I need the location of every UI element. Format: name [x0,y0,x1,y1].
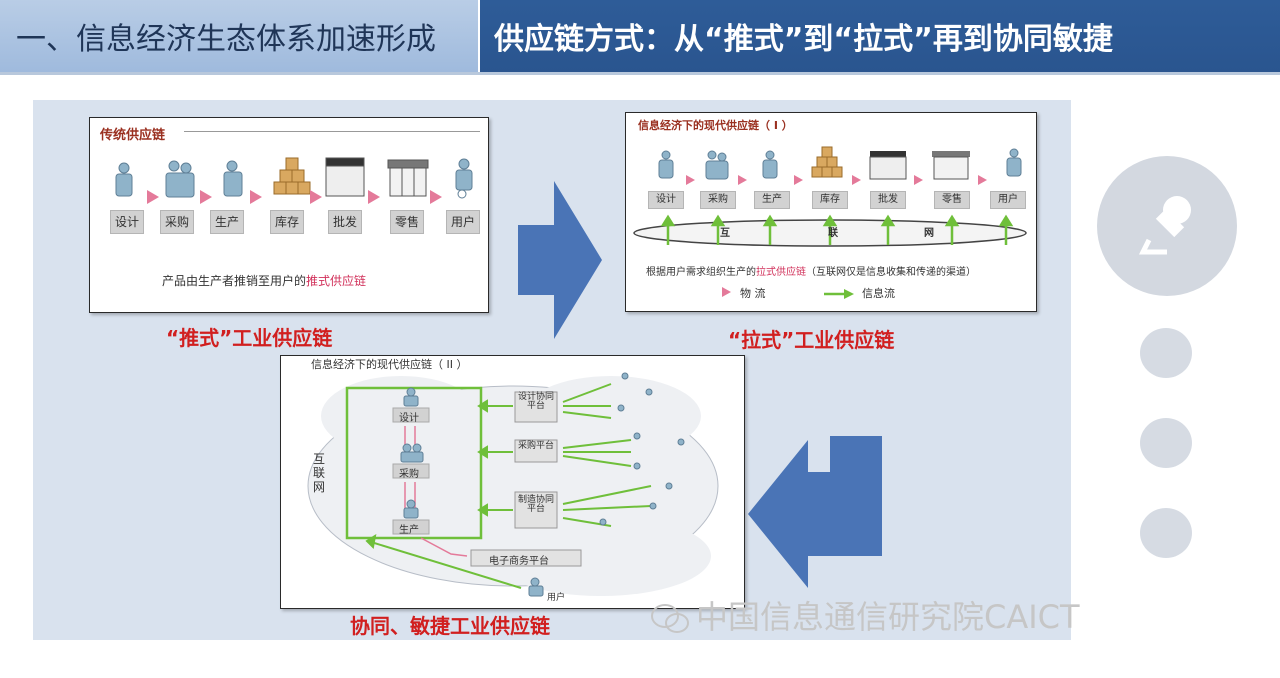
collab-step-purchase: 采购 [399,469,419,480]
cloud-word: 联 [828,228,838,239]
step-purchase: 采购 [160,210,194,234]
big-arrow-right [518,181,602,339]
flow-arrow [978,175,987,185]
logistics-legend-icon [722,287,731,297]
step-wholesale: 批发 [870,191,906,209]
flow-arrow [147,190,159,204]
panel-title-rule [184,131,480,132]
flow-arrow [310,190,322,204]
step-production: 生产 [210,210,244,234]
platform-purchase: 采购平台 [517,441,554,451]
flow-arrow [794,175,803,185]
flow-arrow [852,175,861,185]
ecommerce-platform: 电子商务平台 [489,556,549,567]
deco-circle [1140,418,1192,468]
user-figure [455,158,473,199]
flow-arrow [200,190,212,204]
push-caption: “推式”工业供应链 [166,326,333,350]
collab-step-production: 生产 [399,525,419,536]
internet-cloud-band [633,214,1027,247]
platform-design-collab: 设计协同平台 [517,392,554,411]
step-inventory: 库存 [270,210,304,234]
flow-arrow [686,175,695,185]
collab-user: 用户 [547,593,566,603]
inventory-boxes [273,157,311,195]
panel-title: 信息经济下的现代供应链（ I ） [638,119,793,132]
header-right-band: 供应链方式：从“推式”到“拉式”再到协同敏捷 [480,0,1280,72]
panel-title: 传统供应链 [100,128,166,143]
collaborative-supply-chain-panel: 信息经济下的现代供应链（ II ） [280,355,745,609]
push-note: 产品由生产者推销至用户的推式供应链 [162,274,367,288]
pull-supply-chain-panel: 信息经济下的现代供应链（ I ） 设计 采购 生产 库存 批发 零售 用户 [625,112,1037,312]
pull-chain-figures [658,146,1022,180]
deco-circle [1140,328,1192,378]
section-title: 一、信息经济生态体系加速形成 [16,22,436,57]
step-user: 用户 [446,210,480,234]
step-purchase: 采购 [700,191,736,209]
microphone-badge [1097,156,1237,296]
info-flow-arrows [660,214,1014,245]
push-supply-chain-panel: 传统供应链 设计 采购 生产 库存 批发 零售 用户 [89,117,489,313]
header-divider [0,72,1280,75]
wechat-icon [651,604,689,633]
flow-arrow [738,175,747,185]
info-flow-legend-icon [824,289,854,299]
step-retail: 零售 [934,191,970,209]
cloud-word: 网 [924,228,934,239]
platform-manufacturing-collab: 制造协同平台 [517,495,554,514]
flow-arrow [914,175,923,185]
retail-building [387,159,429,197]
step-design: 设计 [110,210,144,234]
legend-logistics-label: 物 流 [740,287,766,300]
step-inventory: 库存 [812,191,848,209]
collab-network-diagram [307,372,719,597]
worker-figures [115,160,243,198]
cloud-word: 互 [720,228,730,239]
push-chain-figures [115,157,473,199]
step-design: 设计 [648,191,684,209]
slide-title: 供应链方式：从“推式”到“拉式”再到协同敏捷 [494,22,1113,57]
watermark-text: 中国信息通信研究院CAICT [696,598,1080,636]
step-retail: 零售 [390,210,424,234]
pull-note: 根据用户需求组织生产的拉式供应链（互联网仅是信息收集和传递的渠道） [646,267,976,278]
deco-circle [1140,508,1192,558]
legend-info-label: 信息流 [862,287,895,300]
pull-caption: “拉式”工业供应链 [728,328,895,352]
panel-title: 信息经济下的现代供应链（ II ） [311,358,468,371]
collab-step-design: 设计 [399,413,419,424]
big-arrow-left [748,436,882,588]
step-wholesale: 批发 [328,210,362,234]
header-left-band: 一、信息经济生态体系加速形成 [0,0,478,72]
flow-arrow [430,190,442,204]
wholesale-building [325,157,365,197]
flow-arrow [368,190,380,204]
collab-caption: 协同、敏捷工业供应链 [350,614,550,638]
internet-label: 互联网 [313,452,326,494]
flow-arrow [250,190,262,204]
step-user: 用户 [990,191,1026,209]
step-production: 生产 [754,191,790,209]
microphone-icon [1138,196,1191,255]
watermark: 中国信息通信研究院CAICT [650,592,1080,638]
